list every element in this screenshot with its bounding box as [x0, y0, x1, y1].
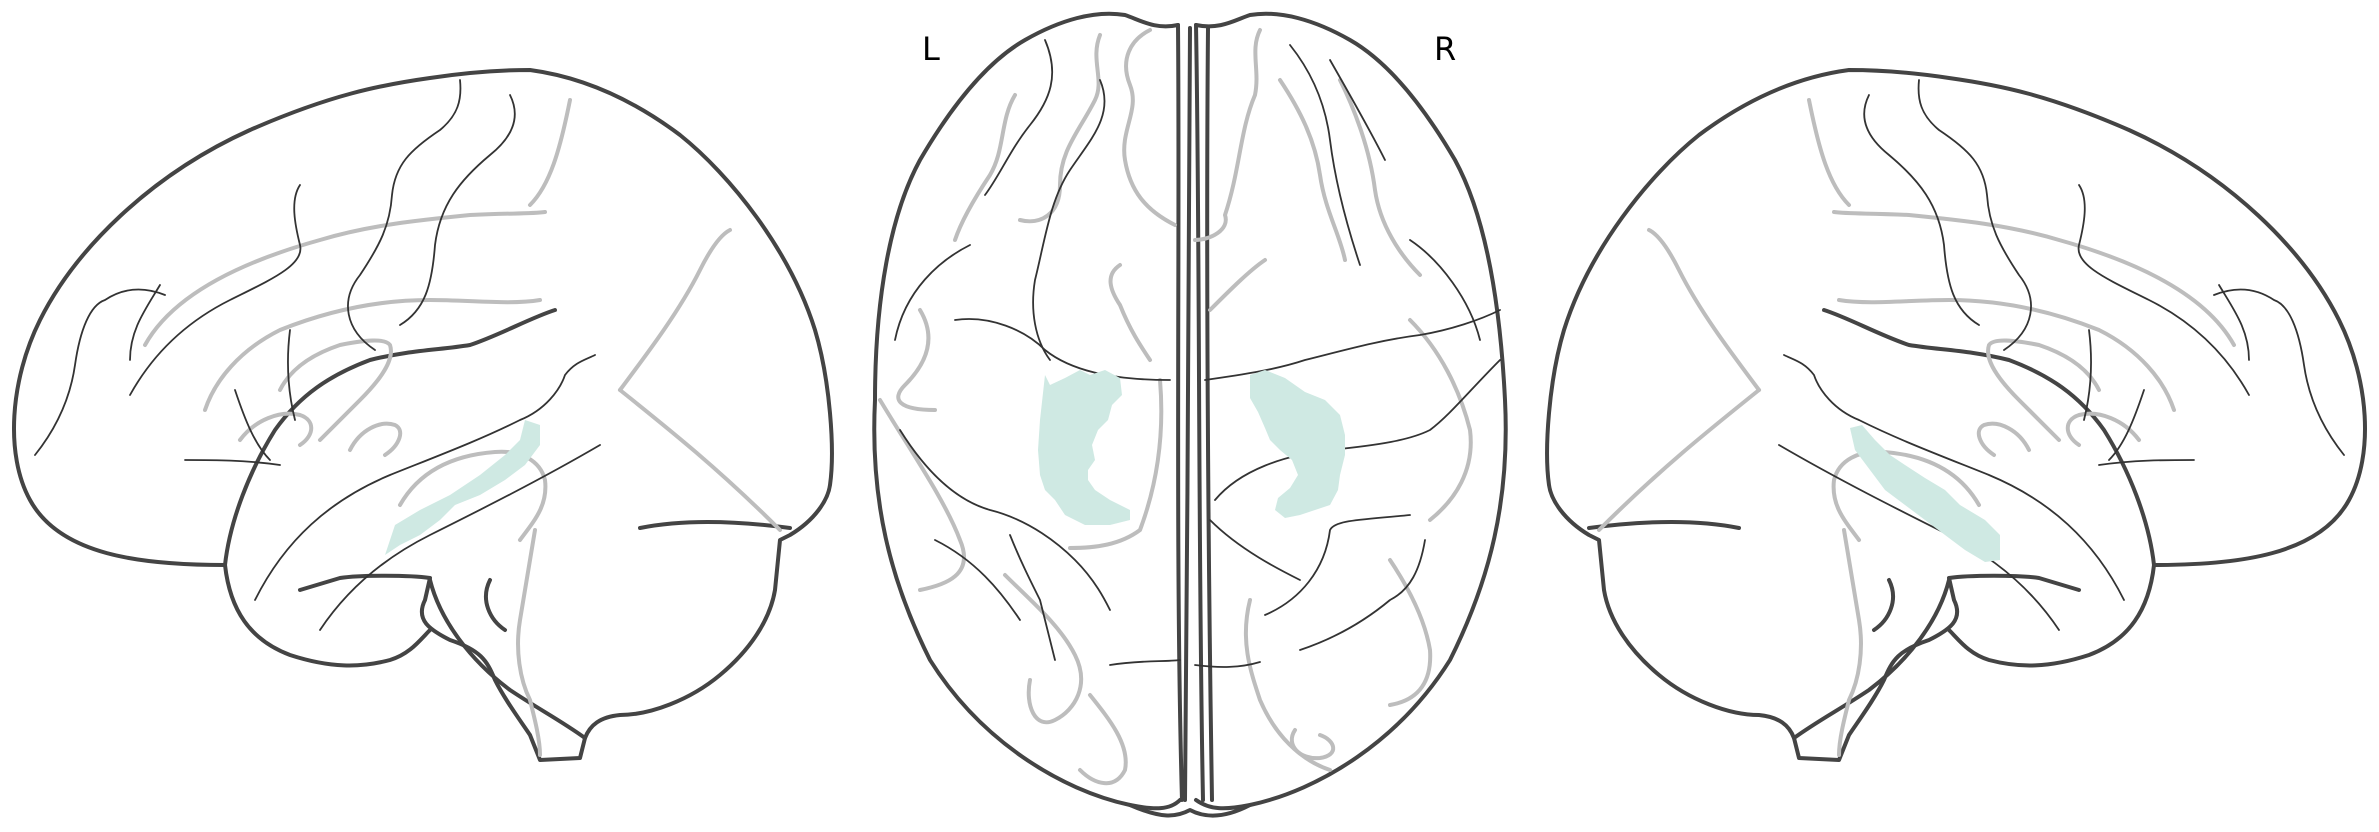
- axial-sulcus-17: [1289, 728, 1336, 761]
- axial-sulcus-9: [1078, 693, 1128, 786]
- left-hemisphere-label: L: [922, 30, 940, 68]
- axial-sulcus-16: [1243, 598, 1332, 772]
- axial-bottom-notch: [1128, 803, 1252, 818]
- right-sagittal-sulcus-7: [1647, 228, 1761, 392]
- axial-gyrus-13: [1209, 514, 1411, 616]
- activation-left-sagittal: [385, 420, 540, 555]
- axial-sulcus-4: [896, 308, 937, 412]
- axial-sulcus-11: [1278, 78, 1347, 262]
- left-sagittal-gyrus-4: [34, 284, 166, 456]
- left-sagittal-cerebellum-outline: [223, 563, 432, 668]
- axial-sulcus-6: [1068, 378, 1164, 550]
- axial-gyrus-7: [1109, 659, 1181, 666]
- right-sagittal-outline: [1545, 68, 2368, 762]
- right-sagittal-gyrus-7: [1778, 444, 2060, 631]
- activation-axial-left: [1038, 370, 1130, 525]
- right-sagittal-brainstem-outline: [1587, 520, 1951, 740]
- axial-sulcus-10: [1193, 28, 1262, 242]
- left-sagittal-sulcus-7: [618, 228, 732, 392]
- right-sagittal-gyrus-1: [1917, 79, 2032, 351]
- axial-gyrus-1: [984, 39, 1054, 196]
- left-sagittal-sulcus-3: [528, 98, 572, 207]
- axial-view: [872, 11, 1508, 818]
- axial-sulcus-8: [1003, 573, 1084, 725]
- right-sagittal-sulcus-1: [1832, 210, 2236, 347]
- axial-sulcus-3: [953, 93, 1017, 242]
- right-sagittal-gyrus-3: [2077, 184, 2250, 396]
- left-sagittal-gyrus-1: [347, 79, 462, 351]
- axial-gyrus-15: [1194, 661, 1261, 668]
- right-sagittal-gyrus-2: [1863, 94, 1980, 326]
- axial-gyrus-6: [934, 539, 1021, 621]
- left-sagittal-sulcus-9: [238, 411, 314, 447]
- axial-left-hemisphere-outline: [872, 11, 1182, 811]
- right-sagittal-sulcus-8: [1597, 388, 1761, 532]
- right-sagittal-sulcus-4: [1986, 338, 2101, 442]
- right-sagittal-sulcus-9: [2065, 411, 2141, 447]
- axial-gyrus-9: [1329, 59, 1386, 161]
- axial-sulcus-1: [1018, 33, 1102, 224]
- axial-right-midline: [1194, 23, 1214, 802]
- axial-right-hemisphere-outline: [1194, 11, 1508, 811]
- right-sagittal-sulcus-3: [1807, 98, 1851, 207]
- axial-left-midline: [1176, 23, 1192, 802]
- axial-sulcus-7: [878, 398, 966, 592]
- right-sagittal-gyrus-5: [2083, 329, 2195, 466]
- left-sagittal-sulcus-10: [348, 421, 403, 457]
- right-sagittal-sulcus-10: [1976, 421, 2031, 457]
- axial-gyrus-11: [1409, 239, 1481, 341]
- left-sagittal-view: [11, 68, 834, 762]
- axial-sulcus-14: [1408, 318, 1473, 522]
- axial-gyrus-2: [1032, 79, 1106, 361]
- axial-gyrus-5: [1009, 534, 1056, 661]
- right-sagittal-sulcus-5: [1831, 449, 1981, 542]
- axial-sulcus-15: [1388, 558, 1433, 707]
- left-sagittal-brainstem-outline: [428, 520, 792, 740]
- left-sagittal-gyrus-7: [319, 444, 601, 631]
- right-sagittal-gyrus-6: [1783, 354, 2125, 601]
- left-sagittal-sulcus-8: [618, 388, 782, 532]
- right-sagittal-cerebellum-outline: [1947, 563, 2156, 668]
- right-sagittal-sulcus-2: [1837, 298, 2176, 412]
- right-sagittal-gyrus-4: [2213, 284, 2345, 456]
- axial-sulcus-5: [1108, 263, 1152, 362]
- left-sagittal-temporal-outline: [223, 308, 557, 567]
- left-sagittal-sulcus-2: [203, 298, 542, 412]
- left-sagittal-outline: [11, 68, 834, 762]
- left-sagittal-sulcus-4: [278, 338, 393, 442]
- left-sagittal-sulcus-6: [516, 528, 542, 757]
- right-sagittal-sulcus-6: [1837, 528, 1863, 757]
- axial-gyrus-4: [899, 429, 1111, 611]
- axial-gyrus-3: [894, 244, 1171, 381]
- axial-sulcus-2: [1122, 28, 1177, 227]
- axial-gyrus-10: [1204, 309, 1501, 381]
- axial-gyrus-12: [1214, 359, 1501, 501]
- right-sagittal-view: [1545, 68, 2368, 762]
- activation-axial-right: [1250, 370, 1345, 518]
- right-sagittal-temporal-outline: [1822, 308, 2156, 567]
- axial-sulcus-13: [1208, 258, 1267, 312]
- axial-sulcus-12: [1338, 78, 1422, 277]
- left-sagittal-sulcus-1: [143, 210, 547, 347]
- left-sagittal-gyrus-6: [254, 354, 596, 601]
- activation-right-sagittal: [1850, 425, 2000, 562]
- left-sagittal-gyrus-5: [184, 329, 296, 466]
- axial-gyrus-14: [1299, 539, 1426, 651]
- left-sagittal-gyrus-2: [399, 94, 516, 326]
- right-hemisphere-label: R: [1434, 30, 1456, 68]
- axial-gyrus-8: [1289, 44, 1361, 266]
- left-sagittal-gyrus-3: [129, 184, 302, 396]
